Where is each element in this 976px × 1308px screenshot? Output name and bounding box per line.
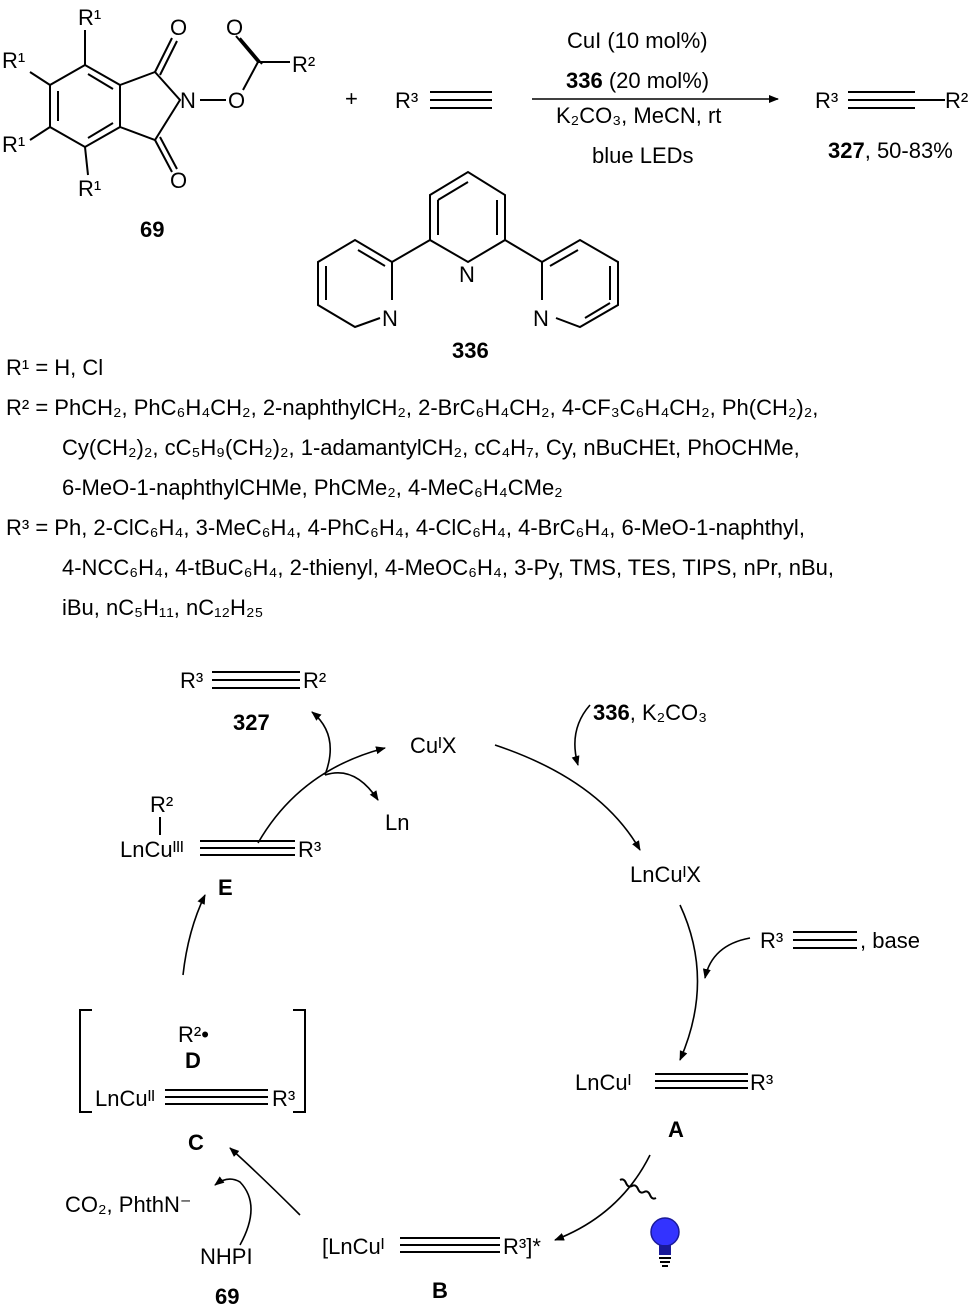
- condition-base-solvent: K₂CO₃, MeCN, rt: [556, 103, 721, 128]
- intermediate-label-b: B: [432, 1278, 448, 1303]
- r3-label: R³: [760, 928, 783, 953]
- intermediate-label-c: C: [188, 1130, 204, 1155]
- catalytic-cycle: R³ R² 327 CuᴵX 336, K₂CO₃ Ln R² LnCuᴵᴵᴵ …: [65, 668, 920, 1308]
- substituent-list: R¹ = H, Cl R² = PhCH₂, PhC₆H₄CH₂, 2-naph…: [6, 355, 834, 620]
- ligand-release: Ln: [385, 810, 409, 835]
- intermediate-a-metal: LnCuᴵ: [575, 1070, 631, 1095]
- base-label: , base: [860, 928, 920, 953]
- atom-o: O: [226, 15, 243, 40]
- arrow-to-product: [311, 711, 332, 776]
- intermediate-c-metal: LnCuᴵᴵ: [95, 1086, 155, 1111]
- r3-label: R³: [180, 668, 203, 693]
- r3-definition: 4-NCC₆H₄, 4-tBuC₆H₄, 2-thienyl, 4-MeOC₆H…: [62, 555, 834, 580]
- r1-definition: R¹ = H, Cl: [6, 355, 103, 380]
- r3-label: R³: [395, 88, 418, 113]
- alkyne-reactant: R³: [395, 88, 492, 113]
- arrow-b-to-c: [229, 1147, 301, 1216]
- atom-n: N: [459, 262, 475, 287]
- compound-label-327: 327: [233, 710, 270, 735]
- atom-n: N: [533, 306, 549, 331]
- light-wave-icon: [619, 1178, 657, 1200]
- reactant-69-structure: O O N O O R² R¹ R¹ R¹ R¹ 69: [2, 5, 315, 242]
- r2-label: R²: [303, 668, 326, 693]
- intermediate-b-metal: [LnCuᴵ: [322, 1234, 384, 1259]
- radical-d: R²•: [178, 1022, 209, 1047]
- r3-definition: iBu, nC₅H₁₁, nC₁₂H₂₅: [62, 595, 263, 620]
- nhpi-reagent: NHPI: [200, 1244, 253, 1269]
- r1-label: R¹: [2, 132, 25, 157]
- atom-n: N: [180, 88, 196, 113]
- atom-n: N: [382, 306, 398, 331]
- compound-label-69: 69: [140, 217, 164, 242]
- reaction-conditions: CuI (10 mol%) 336 (20 mol%) K₂CO₃, MeCN,…: [532, 28, 779, 168]
- ligand-addition: 336, K₂CO₃: [593, 700, 707, 725]
- plus-sign: +: [345, 86, 358, 111]
- brackets: [79, 1009, 306, 1113]
- compound-label-336: 336: [452, 338, 489, 363]
- product-yield: 327, 50-83%: [828, 138, 953, 163]
- r2-definition: R² = PhCH₂, PhC₆H₄CH₂, 2-naphthylCH₂, 2-…: [6, 395, 818, 420]
- light-bulb-icon: [650, 1217, 680, 1267]
- arrow-nhpi: [214, 1176, 252, 1246]
- ligand-336-structure: N N N 336: [317, 170, 619, 363]
- r3-definition: R³ = Ph, 2-ClC₆H₄, 3-MeC₆H₄, 4-PhC₆H₄, 4…: [6, 515, 805, 540]
- r2-label: R²: [292, 52, 315, 77]
- cux-species: CuᴵX: [410, 733, 457, 758]
- r2-definition: 6-MeO-1-naphthylCHMe, PhCMe₂, 4-MeC₆H₄CM…: [62, 475, 563, 500]
- atom-o: O: [228, 88, 245, 113]
- intermediate-label-e: E: [218, 875, 233, 900]
- r3-label: R³: [298, 837, 321, 862]
- byproducts: CO₂, PhthN⁻: [65, 1192, 192, 1217]
- compound-label-69: 69: [215, 1284, 239, 1308]
- r1-label: R¹: [78, 5, 101, 30]
- r3-label: R³: [815, 88, 838, 113]
- arrow-ligand-in: [571, 704, 591, 766]
- r2-label: R²: [150, 792, 173, 817]
- condition-cui: CuI (10 mol%): [567, 28, 708, 53]
- arrow-lncux-to-a: [679, 904, 699, 1061]
- intermediate-label-a: A: [668, 1117, 684, 1142]
- intermediate-e-metal: LnCuᴵᴵᴵ: [120, 837, 184, 862]
- r3-label: R³]*: [503, 1234, 541, 1259]
- r3-label: R³: [750, 1070, 773, 1095]
- r1-label: R¹: [78, 176, 101, 201]
- atom-o: O: [170, 168, 187, 193]
- r2-definition: Cy(CH₂)₂, cC₅H₉(CH₂)₂, 1-adamantylCH₂, c…: [62, 435, 800, 460]
- r3-label: R³: [272, 1086, 295, 1111]
- arrow-to-ln: [324, 771, 379, 801]
- product-327: R³ R² 327, 50-83%: [815, 88, 968, 163]
- arrow-cux-to-lncux: [494, 744, 641, 851]
- arrow-d-to-e: [182, 894, 206, 976]
- lncux-species: LnCuᴵX: [630, 862, 701, 887]
- r1-label: R¹: [2, 48, 25, 73]
- arrow-alkyne-in: [702, 937, 751, 979]
- arrow-a-to-b: [554, 1154, 651, 1241]
- arrow-e-to-cux: [257, 746, 386, 844]
- atom-o: O: [170, 15, 187, 40]
- condition-light: blue LEDs: [592, 143, 694, 168]
- intermediate-label-d: D: [185, 1048, 201, 1073]
- condition-ligand: 336 (20 mol%): [566, 68, 709, 93]
- r2-label: R²: [945, 88, 968, 113]
